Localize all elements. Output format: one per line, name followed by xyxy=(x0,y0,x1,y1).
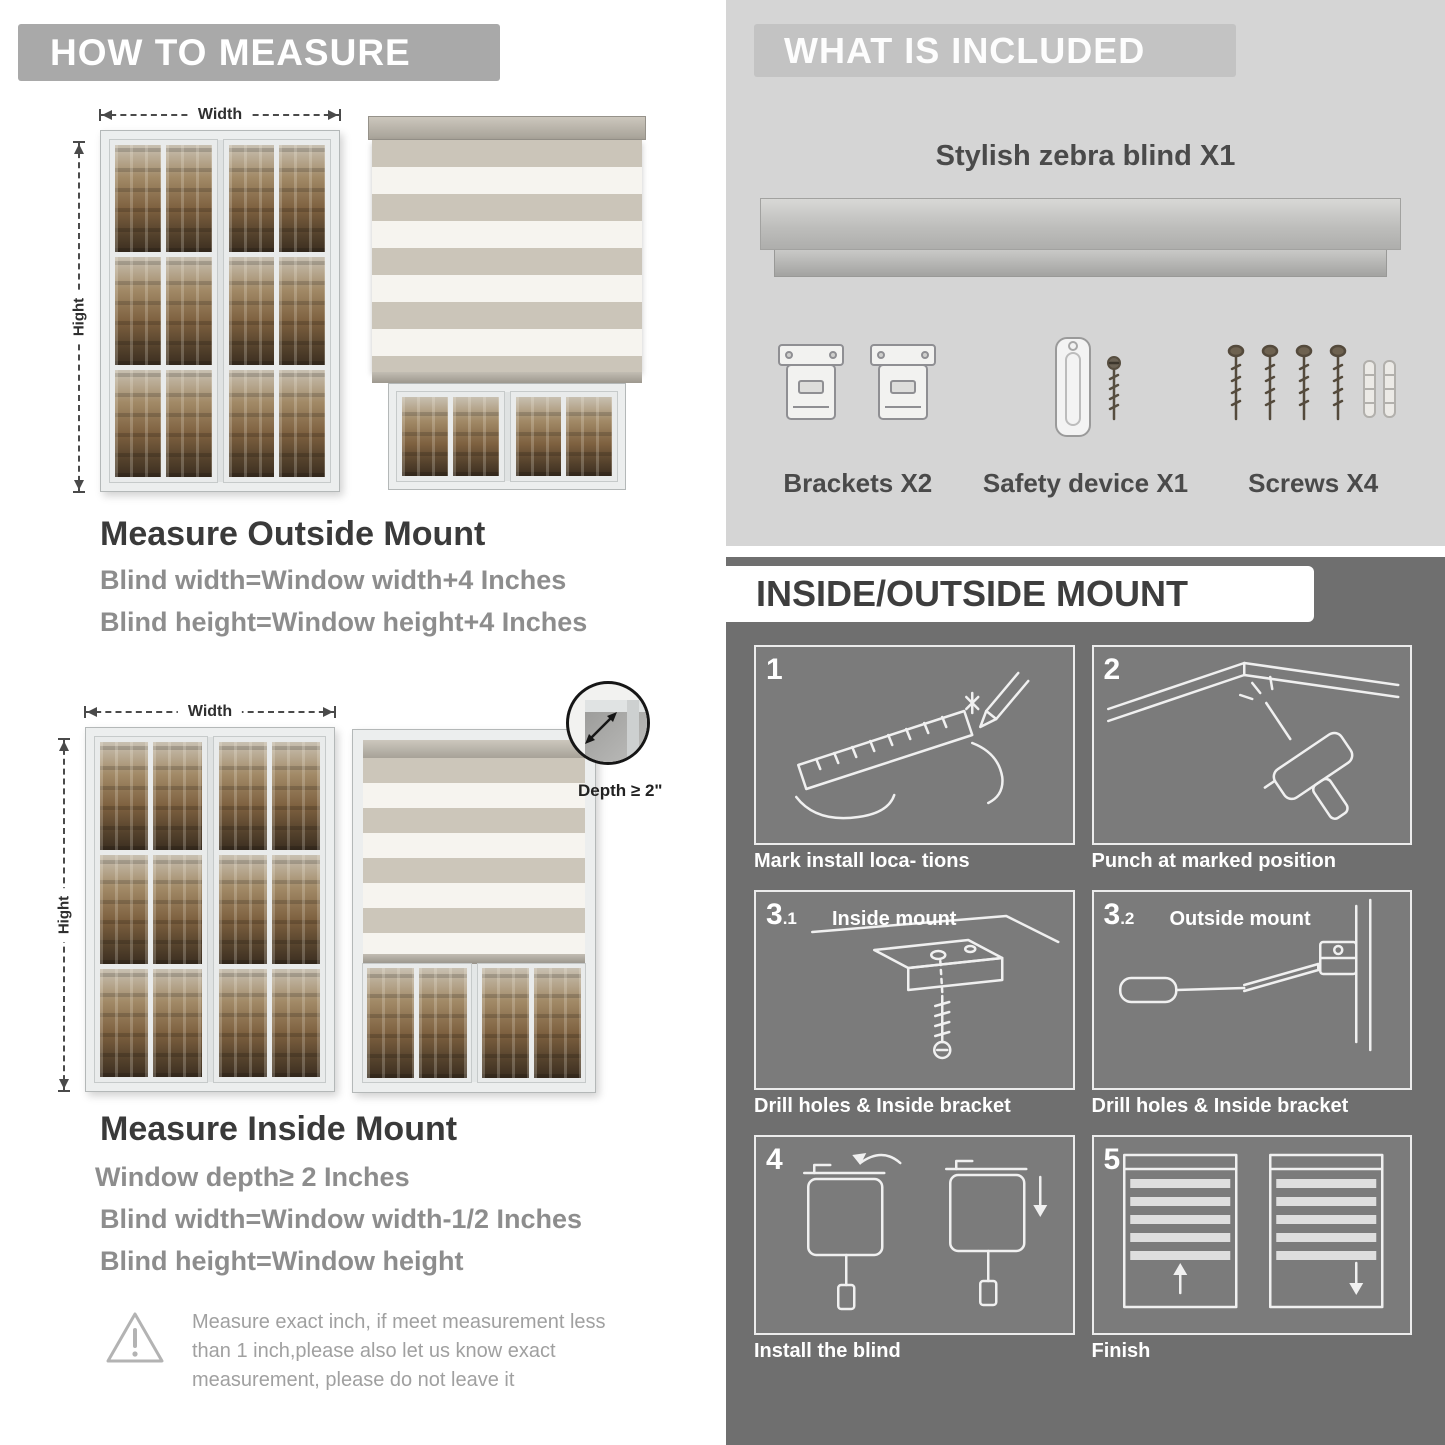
step-3-1-panel: 3.1 Inside mount xyxy=(754,890,1075,1090)
window-sash-left xyxy=(109,139,218,483)
height-dimension-arrow: Hight xyxy=(70,141,88,493)
inside-instruction-1: Window depth≥ 2 Inches xyxy=(95,1162,410,1192)
height-dimension-arrow: Hight xyxy=(55,738,73,1092)
step-4: 4 xyxy=(754,1135,1075,1368)
outside-mount-figures: Width Hight xyxy=(0,100,710,505)
step-2-caption: Punch at marked position xyxy=(1091,850,1336,872)
step-3-2-caption: Drill holes & Inside bracket xyxy=(1091,1095,1349,1117)
window-sash-left xyxy=(94,736,208,1083)
safety-device-icon xyxy=(1054,337,1121,437)
depth-label: Depth ≥ 2" xyxy=(578,781,663,800)
included-items-row: Brackets X2 xyxy=(744,328,1427,499)
screws-label: Screws X4 xyxy=(1248,468,1379,498)
brackets-label: Brackets X2 xyxy=(783,468,933,498)
outside-instruction-1: Blind width=Window width+4 Inches xyxy=(100,565,567,595)
mount-header: INSIDE/OUTSIDE MOUNT xyxy=(726,566,1314,622)
inside-instruction-3: Blind height=Window height xyxy=(100,1246,464,1276)
width-label: Width xyxy=(177,703,243,721)
step-3-1-caption: Drill holes & Inside bracket xyxy=(754,1095,1011,1117)
blind-stripes xyxy=(372,140,642,372)
finish-illustration xyxy=(1122,1153,1383,1309)
measure-outside-title: Measure Outside Mount xyxy=(100,515,486,553)
depth-arrow-icon xyxy=(585,712,617,744)
step-3-2: 3.2 Outside mount xyxy=(1091,890,1412,1123)
step-4-caption: Install the blind xyxy=(754,1340,901,1362)
measure-warning: Measure exact inch, if meet measurement … xyxy=(102,1308,662,1395)
step-3-1: 3.1 Inside mount xyxy=(754,890,1075,1123)
what-is-included-section: WHAT IS INCLUDED Stylish zebra blind X1 xyxy=(726,0,1445,546)
window-illustration xyxy=(85,727,335,1092)
blind-cassette xyxy=(363,740,585,758)
width-dimension-arrow: Width xyxy=(99,106,341,124)
blind-stripes xyxy=(363,758,585,954)
depth-detail-circle xyxy=(566,681,650,765)
step-5-panel: 5 xyxy=(1091,1135,1412,1335)
inside-outside-mount-section: INSIDE/OUTSIDE MOUNT 1 xyxy=(726,557,1445,1445)
inside-mount-figures: Width Hight xyxy=(0,681,710,1115)
step-3-2-title: Outside mount xyxy=(1169,908,1311,930)
height-label: Hight xyxy=(55,887,73,943)
warning-text: Measure exact inch, if meet measurement … xyxy=(192,1311,606,1391)
width-label: Width xyxy=(187,106,253,124)
zebra-blind-outside-mount-illustration xyxy=(368,116,646,490)
drill-illustration xyxy=(1106,661,1399,820)
step-1-panel: 1 xyxy=(754,645,1075,845)
mount-header-label: INSIDE/OUTSIDE MOUNT xyxy=(756,573,1189,614)
step-4-panel: 4 xyxy=(754,1135,1075,1335)
window-sash-right xyxy=(212,736,326,1083)
mount-steps-grid: 1 Mark install lo xyxy=(754,645,1412,1368)
included-item-screws: Screws X4 xyxy=(1199,328,1427,499)
included-item-brackets: Brackets X2 xyxy=(744,328,972,499)
what-is-included-header-label: WHAT IS INCLUDED xyxy=(784,30,1146,71)
window-sash-right xyxy=(222,139,331,483)
outside-bracket-illustration xyxy=(1118,898,1371,1052)
width-dimension-arrow: Width xyxy=(84,703,336,721)
step-5: 5 xyxy=(1091,1135,1412,1368)
measure-inside-title: Measure Inside Mount xyxy=(100,1110,458,1148)
inside-instruction-2: Blind width=Window width-1/2 Inches xyxy=(100,1204,583,1234)
what-is-included-header: WHAT IS INCLUDED xyxy=(754,24,1236,77)
window-behind-blind xyxy=(388,383,626,490)
step-1-caption: Mark install loca- tions xyxy=(754,850,970,872)
blind-cassette xyxy=(368,116,646,140)
blind-bottom-rail xyxy=(363,954,585,964)
how-to-measure-header-label: HOW TO MEASURE xyxy=(50,32,411,73)
step-3-1-title: Inside mount xyxy=(832,908,957,930)
safety-device-label: Safety device X1 xyxy=(982,468,1189,498)
install-blind-illustration xyxy=(803,1153,1048,1311)
how-to-measure-section: HOW TO MEASURE Width Hight xyxy=(0,0,710,1445)
screws-icon xyxy=(1227,344,1397,421)
brackets-icon xyxy=(777,344,936,420)
outside-instruction-2: Blind height=Window height+4 Inches xyxy=(100,607,588,637)
measure-and-mark-illustration xyxy=(795,671,1030,820)
step-1: 1 Mark install lo xyxy=(754,645,1075,878)
window-illustration xyxy=(100,130,340,492)
blind-item-label: Stylish zebra blind X1 xyxy=(935,140,1236,172)
warning-triangle-icon xyxy=(106,1312,164,1363)
step-3-2-panel: 3.2 Outside mount xyxy=(1091,890,1412,1090)
step-2: 2 Punch at xyxy=(1091,645,1412,878)
zebra-blind-inside-mount-illustration xyxy=(352,729,596,1093)
how-to-measure-header: HOW TO MEASURE xyxy=(18,24,500,81)
inside-bracket-illustration xyxy=(811,914,1060,1060)
zebra-blind-headrail-illustration xyxy=(760,198,1401,277)
height-label: Hight xyxy=(70,289,88,345)
step-5-caption: Finish xyxy=(1091,1340,1151,1362)
blind-bottom-rail xyxy=(372,372,642,383)
step-2-panel: 2 xyxy=(1091,645,1412,845)
window-panes-below-blind xyxy=(362,963,586,1083)
included-item-safety-device: Safety device X1 xyxy=(972,328,1200,499)
